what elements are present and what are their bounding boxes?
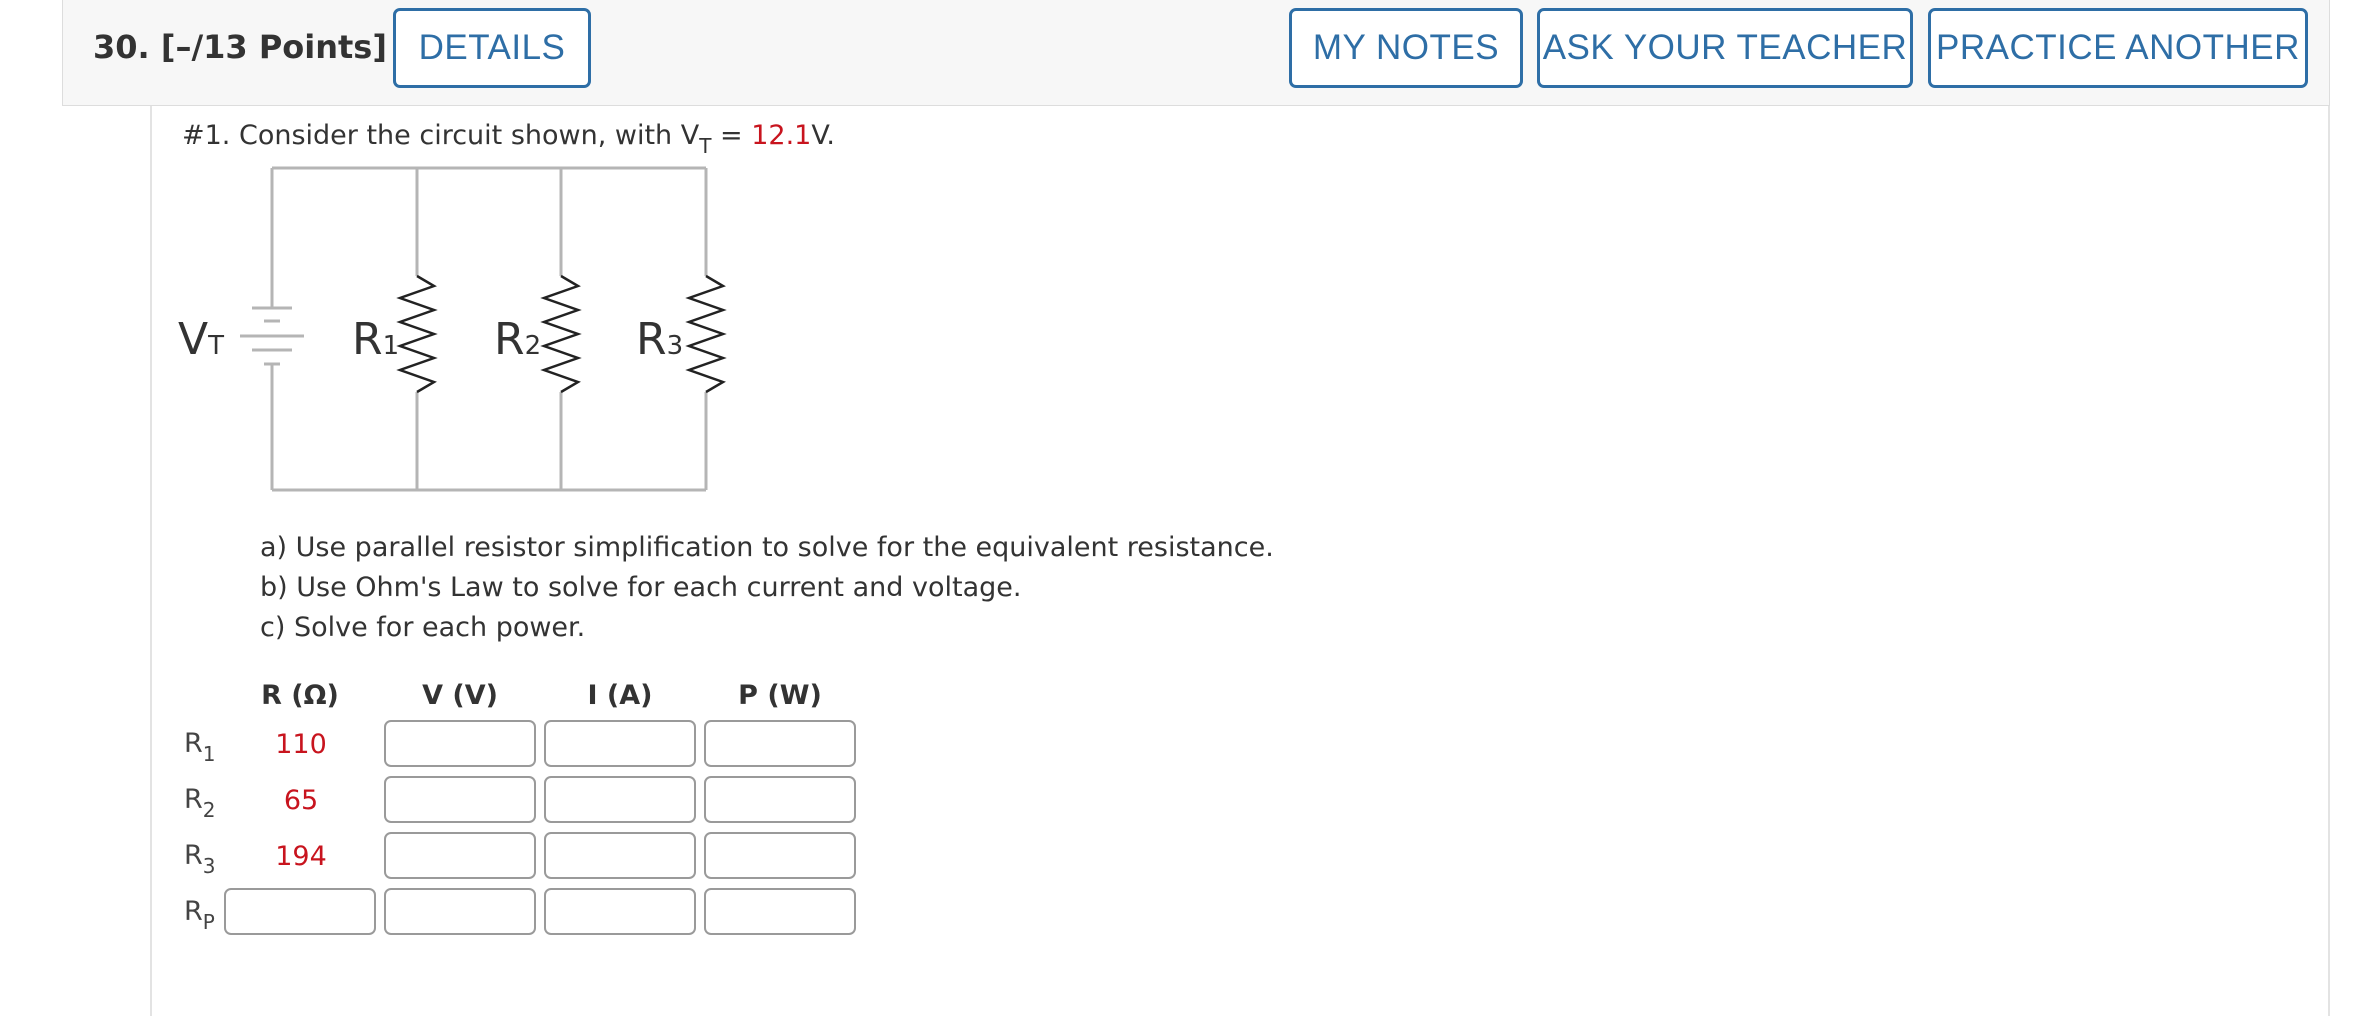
header-resistance: R (Ω) (261, 680, 339, 711)
r3-resistance-value: 194 (275, 841, 327, 872)
question-points: [–/13 Points] (160, 28, 387, 66)
r1-voltage-input[interactable] (384, 720, 536, 767)
details-button[interactable]: DETAILS (393, 8, 591, 88)
r1-label: R1 (352, 314, 399, 365)
source-label: VT (178, 314, 224, 365)
r1-current-input[interactable] (544, 720, 696, 767)
row-label-r1: R1 (184, 728, 216, 766)
resistor-r2-icon (540, 274, 582, 394)
r3-current-input[interactable] (544, 832, 696, 879)
my-notes-button[interactable]: MY NOTES (1289, 8, 1523, 88)
resistor-r3-icon (685, 274, 727, 394)
header-power: P (W) (738, 680, 822, 711)
r1-resistance-value: 110 (275, 729, 327, 760)
intro-equals: = (711, 120, 752, 151)
rp-voltage-input[interactable] (384, 888, 536, 935)
intro-suffix: V. (811, 120, 835, 151)
rp-power-input[interactable] (704, 888, 856, 935)
r2-current-input[interactable] (544, 776, 696, 823)
r2-label: R2 (494, 314, 541, 365)
header-current: I (A) (587, 680, 653, 711)
ask-your-teacher-button[interactable]: ASK YOUR TEACHER (1537, 8, 1913, 88)
r1-power-input[interactable] (704, 720, 856, 767)
intro-subscript: T (699, 134, 712, 158)
r3-label: R3 (636, 314, 683, 365)
vt-value: 12.1 (751, 120, 812, 151)
instruction-c: c) Solve for each power. (260, 612, 586, 643)
intro-text: #1. Consider the circuit shown, with V (182, 120, 700, 151)
r3-voltage-input[interactable] (384, 832, 536, 879)
question-title: 30. [–/13 Points] (93, 28, 387, 66)
circuit-diagram: VT R1 R2 R3 (178, 166, 727, 492)
row-label-rp: RP (184, 896, 215, 934)
r2-power-input[interactable] (704, 776, 856, 823)
resistor-r1-icon (396, 274, 438, 394)
row-label-r2: R2 (184, 784, 216, 822)
r3-power-input[interactable] (704, 832, 856, 879)
circuit-wires (270, 166, 708, 492)
row-label-r3: R3 (184, 840, 216, 878)
rp-current-input[interactable] (544, 888, 696, 935)
instruction-a: a) Use parallel resistor simplification … (260, 532, 1274, 563)
instruction-b: b) Use Ohm's Law to solve for each curre… (260, 572, 1022, 603)
battery-icon (240, 306, 304, 366)
question-body (150, 106, 2330, 1016)
problem-intro: #1. Consider the circuit shown, with VT … (182, 120, 835, 156)
practice-another-button[interactable]: PRACTICE ANOTHER (1928, 8, 2308, 88)
header-voltage: V (V) (422, 680, 498, 711)
rp-resistance-input[interactable] (224, 888, 376, 935)
question-number: 30. (93, 28, 150, 66)
r2-voltage-input[interactable] (384, 776, 536, 823)
r2-resistance-value: 65 (283, 785, 319, 816)
